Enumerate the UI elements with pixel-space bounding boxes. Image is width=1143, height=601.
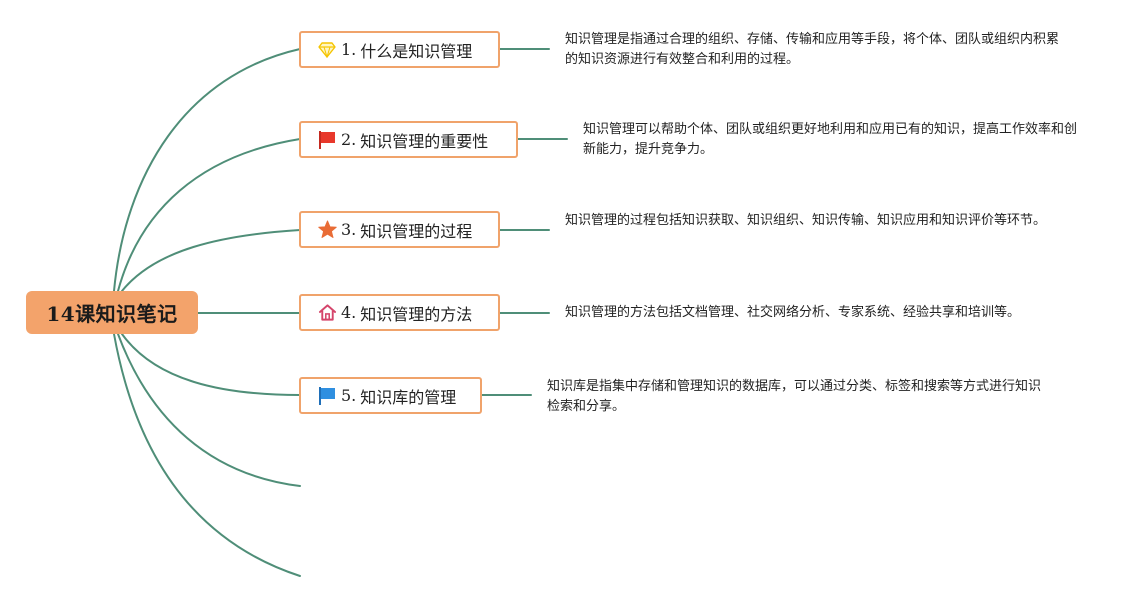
- root-label: 14课知识笔记: [46, 302, 178, 326]
- topic-label: 知识库的管理: [360, 387, 457, 407]
- branch-line-7: [113, 333, 301, 577]
- topic-note-5: 知识库是指集中存储和管理知识的数据库，可以通过分类、标签和搜索等方式进行知识检索…: [547, 379, 1042, 414]
- topic-label: 知识管理的过程: [360, 221, 473, 241]
- topic-number: 3.: [341, 220, 357, 239]
- topic-node-3[interactable]: 3. 知识管理的过程: [299, 211, 500, 248]
- topic-label: 知识管理的方法: [360, 304, 473, 324]
- branch-line-3: [121, 229, 301, 292]
- topic-note-3: 知识管理的过程包括知识获取、知识组织、知识传输、知识应用和知识评价等环节。: [565, 213, 1047, 228]
- topic-node-5[interactable]: 5. 知识库的管理: [299, 377, 482, 414]
- topic-note-1: 知识管理是指通过合理的组织、存储、传输和应用等手段，将个体、团队或组织内积累的知…: [565, 32, 1060, 67]
- topic-number: 4.: [341, 303, 357, 322]
- branch-line-6: [117, 333, 301, 487]
- topic-number: 5.: [341, 386, 357, 405]
- blue-flag-icon: [317, 386, 337, 406]
- branch-line-2: [117, 138, 301, 292]
- branch-line-5: [121, 333, 301, 396]
- topic-label: 什么是知识管理: [360, 41, 473, 61]
- topic-note-2: 知识管理可以帮助个体、团队或组织更好地利用和应用已有的知识，提高工作效率和创新能…: [583, 122, 1078, 157]
- red-flag-icon: [317, 130, 337, 150]
- topic-note-4: 知识管理的方法包括文档管理、社交网络分析、专家系统、经验共享和培训等。: [565, 305, 1021, 320]
- topic-node-2[interactable]: 2. 知识管理的重要性: [299, 121, 518, 158]
- star-icon: [317, 220, 337, 240]
- topic-number: 2.: [341, 130, 357, 149]
- house-icon: [317, 303, 337, 323]
- topic-node-1[interactable]: 1. 什么是知识管理: [299, 31, 500, 68]
- diamond-icon: [317, 40, 337, 60]
- topic-number: 1.: [341, 40, 357, 59]
- root-node[interactable]: 14课知识笔记: [26, 291, 198, 334]
- branch-line-1: [113, 48, 301, 292]
- topic-label: 知识管理的重要性: [360, 131, 489, 151]
- topic-node-4[interactable]: 4. 知识管理的方法: [299, 294, 500, 331]
